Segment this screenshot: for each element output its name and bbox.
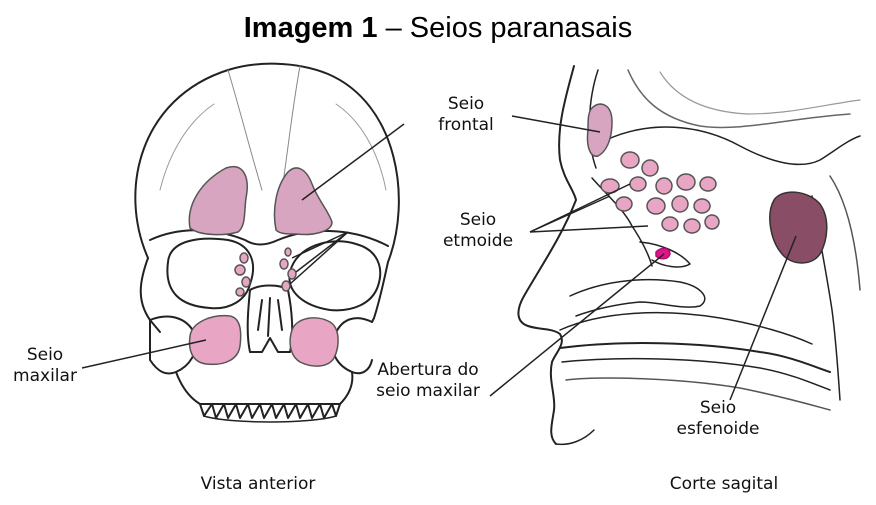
label-abertura-seio-maxilar: Abertura do seio maxilar — [366, 360, 490, 402]
ethmoid-cell — [700, 177, 716, 191]
leader-ethmoid-3 — [290, 232, 348, 284]
label-seio-etmoide-line1: Seio — [432, 210, 524, 231]
teeth-row — [200, 404, 340, 418]
skull-temporal-line — [160, 104, 386, 190]
nasal-septum — [258, 298, 282, 336]
ethmoid-cell — [642, 160, 658, 176]
label-seio-esfenoide-line1: Seio — [668, 398, 768, 419]
ethmoid-cell — [285, 248, 291, 256]
ethmoid-cell — [677, 174, 695, 190]
label-seio-maxilar: Seio maxilar — [8, 345, 82, 387]
caption-corte-sagital: Corte sagital — [634, 474, 814, 494]
ethmoid-cell — [288, 269, 296, 279]
ethmoid-cell — [705, 215, 719, 229]
ethmoid-cells-anterior — [235, 248, 296, 296]
caption-vista-anterior: Vista anterior — [150, 474, 366, 494]
middle-turbinate — [570, 280, 705, 316]
teeth-base — [204, 416, 336, 422]
clivus — [830, 176, 860, 290]
ethmoid-cell — [240, 253, 248, 263]
label-abertura-line1: Abertura do — [366, 360, 490, 381]
brain-fold-2 — [660, 72, 860, 114]
ethmoid-cell — [662, 217, 678, 231]
label-seio-esfenoide-line2: esfenoide — [668, 419, 768, 440]
nasal-bone — [592, 178, 652, 266]
ethmoid-cell — [647, 198, 665, 214]
ethmoid-cell — [616, 197, 632, 211]
brain-fold-1 — [628, 70, 850, 127]
lip — [556, 430, 594, 444]
ethmoid-cell — [280, 259, 288, 269]
leader-frontal-sagittal — [512, 116, 600, 132]
ethmoid-cell — [694, 199, 710, 213]
skull-cranium — [135, 64, 399, 322]
sinuses-sagittal — [587, 104, 826, 263]
sinuses-anterior — [189, 167, 338, 366]
frontal-sinus-left-lobe — [189, 167, 247, 235]
cranial-base-line — [606, 127, 860, 164]
inferior-turbinate — [560, 313, 812, 344]
label-seio-maxilar-line1: Seio — [8, 345, 82, 366]
label-seio-frontal-line1: Seio — [420, 94, 512, 115]
hard-palate — [560, 343, 830, 372]
label-abertura-line2: seio maxilar — [366, 381, 490, 402]
ethmoid-cell — [282, 281, 290, 291]
leader-frontal — [302, 124, 404, 200]
ethmoid-cell — [242, 277, 250, 287]
label-seio-etmoide-line2: etmoide — [432, 231, 524, 252]
leader-ethmoid-sag-2 — [530, 196, 610, 232]
frontal-sinus-right-lobe — [275, 168, 333, 235]
ethmoid-cell — [684, 219, 700, 233]
ethmoid-cell — [672, 196, 688, 212]
maxillary-sinus-left — [190, 316, 241, 365]
maxillary-sinus-right — [290, 318, 338, 366]
label-seio-frontal-line2: frontal — [420, 115, 512, 136]
sphenoid-sinus — [770, 192, 827, 263]
ethmoid-cell — [656, 178, 672, 194]
leader-lines-sagittal — [490, 116, 796, 400]
ethmoid-cell — [621, 152, 639, 168]
leader-abertura — [490, 254, 664, 396]
label-seio-etmoide: Seio etmoide — [432, 210, 524, 252]
maxilla-outline — [176, 372, 352, 404]
skull-anterior-view — [135, 64, 399, 422]
label-seio-maxilar-line2: maxilar — [8, 366, 82, 387]
ethmoid-cell — [236, 288, 244, 296]
leader-ethmoid-sag-3 — [530, 226, 648, 232]
label-seio-frontal: Seio frontal — [420, 94, 512, 136]
ethmoid-cell — [235, 265, 245, 275]
ethmoid-cells-sagittal — [601, 152, 719, 233]
nasal-aperture — [248, 286, 292, 353]
orbit-right — [289, 241, 380, 310]
maxillary-opening — [656, 248, 670, 258]
leader-esfenoide — [730, 236, 796, 400]
label-seio-esfenoide: Seio esfenoide — [668, 398, 768, 440]
palate-lower — [562, 359, 830, 390]
ethmoid-cell — [630, 177, 646, 191]
